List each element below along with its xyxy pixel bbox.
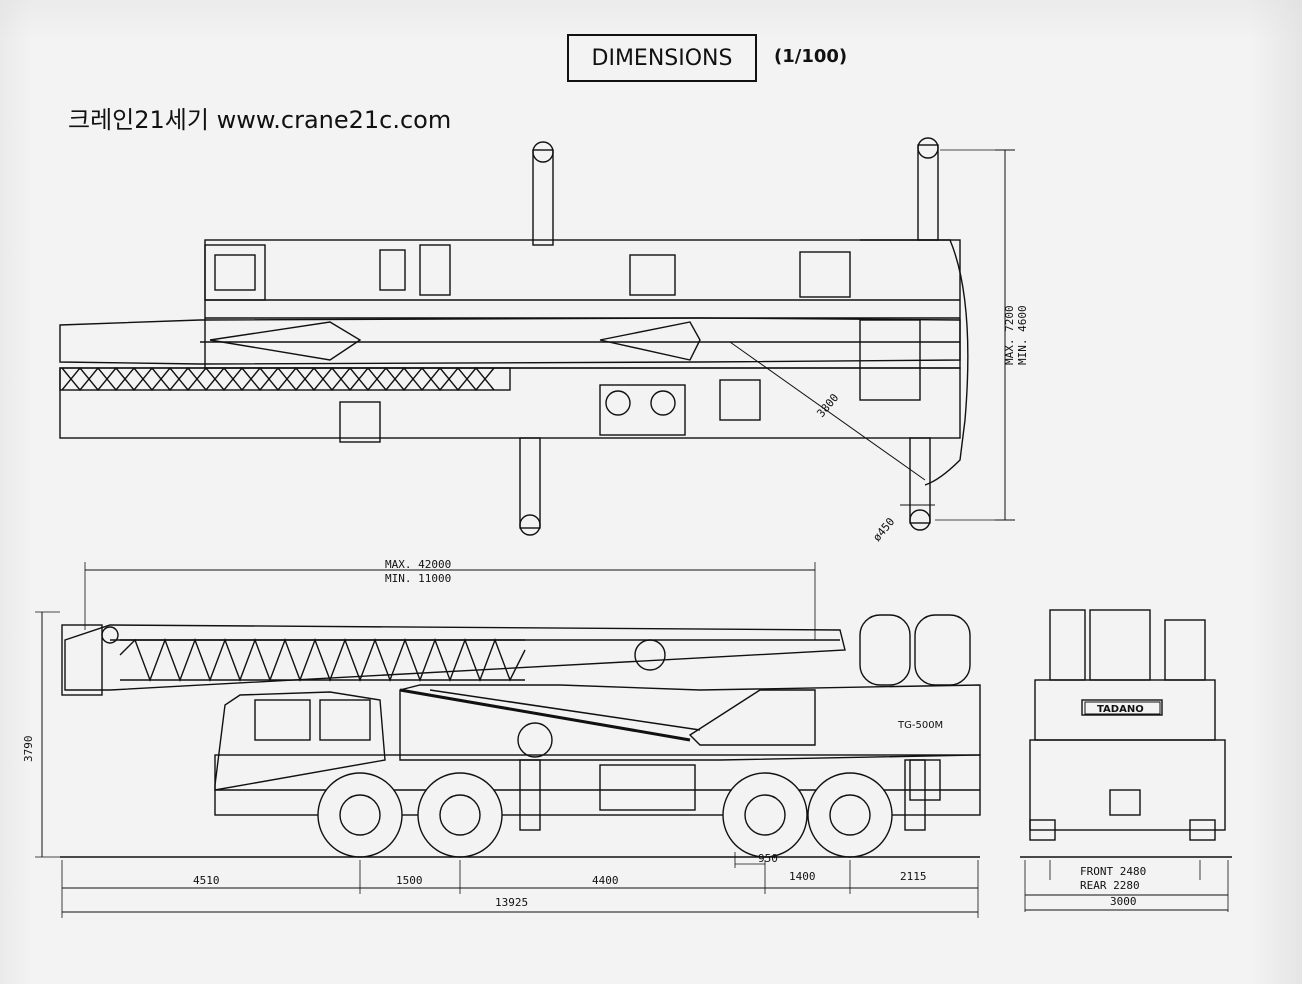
overall-width-label: 3000 <box>1110 895 1137 908</box>
axle-3-4-label: 1400 <box>789 870 816 883</box>
top-view <box>59 137 1015 536</box>
height-max-label: MAX. 7200 <box>1003 305 1016 365</box>
model-plate-label: TG-500M <box>897 720 943 731</box>
brand-plate <box>1084 701 1161 715</box>
swing-radius-label: 3800 <box>814 391 841 420</box>
boom-max-label: MAX. 42000 <box>385 558 451 571</box>
rear-overhang-label: 2115 <box>900 870 927 883</box>
pad-diameter-label: ø450 <box>870 515 897 544</box>
watermark: 크레인21세기 www.crane21c.com <box>68 106 452 134</box>
overall-length-label: 13925 <box>495 896 528 909</box>
front-track-label: FRONT 2480 <box>1080 865 1146 878</box>
rear-view <box>1020 609 1232 912</box>
axle-2-3-label: 4400 <box>592 874 619 887</box>
height-min-label: MIN. 4600 <box>1016 305 1029 365</box>
rear-axle-offset-label: 950 <box>758 852 778 865</box>
brand-label: TADANO <box>1097 704 1144 715</box>
rear-track-label: REAR 2280 <box>1080 879 1140 892</box>
page-title: DIMENSIONS <box>567 34 757 82</box>
overall-height-label: 3790 <box>22 736 35 763</box>
side-view <box>35 562 981 918</box>
axle-1-2-label: 1500 <box>396 874 423 887</box>
front-overhang-label: 4510 <box>193 874 220 887</box>
boom-min-label: MIN. 11000 <box>385 572 451 585</box>
title-text: DIMENSIONS <box>591 45 733 71</box>
scale-label: (1/100) <box>774 46 848 67</box>
